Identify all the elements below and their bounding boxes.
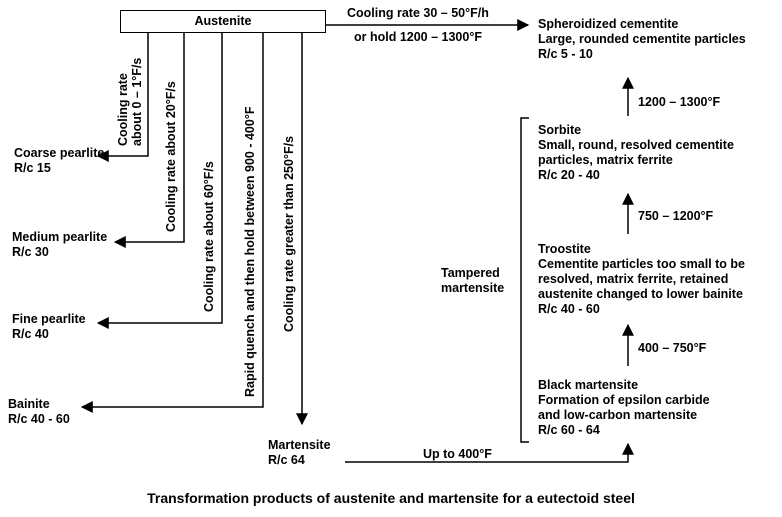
- arrow-coarse-pearlite: [96, 33, 149, 162]
- top-arrow-label-1: Cooling rate 30 – 50°F/h: [347, 6, 489, 20]
- black-martensite: Black martensite Formation of epsilon ca…: [538, 378, 710, 437]
- temper-step-3: 400 – 750°F: [638, 341, 707, 355]
- cooling-label-1: Cooling rate about 0 – 1°F/s: [116, 57, 144, 146]
- spheroidized-cementite: Spheroidized cementite Large, rounded ce…: [538, 17, 746, 61]
- cooling-label-3: Cooling rate about 60°F/s: [202, 161, 216, 312]
- product-medium-pearlite: Medium pearlite R/c 30: [12, 230, 108, 259]
- cooling-label-2: Cooling rate about 20°F/s: [164, 81, 178, 232]
- product-bainite: Bainite R/c 40 - 60: [8, 397, 70, 426]
- figure-caption: Transformation products of austenite and…: [147, 490, 635, 506]
- tempered-martensite-label: Tampered martensite: [441, 266, 505, 295]
- product-coarse-pearlite: Coarse pearlite R/c 15: [14, 146, 105, 175]
- product-fine-pearlite: Fine pearlite R/c 40: [12, 312, 86, 341]
- top-arrow-label-2: or hold 1200 – 1300°F: [354, 30, 482, 44]
- cooling-label-4: Rapid quench and then hold between 900 -…: [243, 106, 257, 397]
- austenite-box: Austenite: [120, 10, 326, 33]
- troostite: Troostite Cementite particles too small …: [538, 242, 745, 316]
- cooling-label-5: Cooling rate greater than 250°F/s: [282, 135, 296, 332]
- temper-step-1: 1200 – 1300°F: [638, 95, 721, 109]
- arrow-bainite: [80, 33, 264, 413]
- sorbite: Sorbite Small, round, resolved cementite…: [538, 123, 734, 182]
- temper-step-2: 750 – 1200°F: [638, 209, 714, 223]
- product-martensite: Martensite R/c 64: [268, 438, 331, 467]
- bottom-arrow-label: Up to 400°F: [423, 447, 492, 461]
- arrow-fine-pearlite: [96, 33, 223, 329]
- arrow-medium-pearlite: [113, 33, 185, 248]
- tempered-martensite-bracket: [520, 117, 529, 443]
- arrow-temper-black-martensite: [345, 442, 634, 463]
- austenite-label: Austenite: [194, 14, 252, 28]
